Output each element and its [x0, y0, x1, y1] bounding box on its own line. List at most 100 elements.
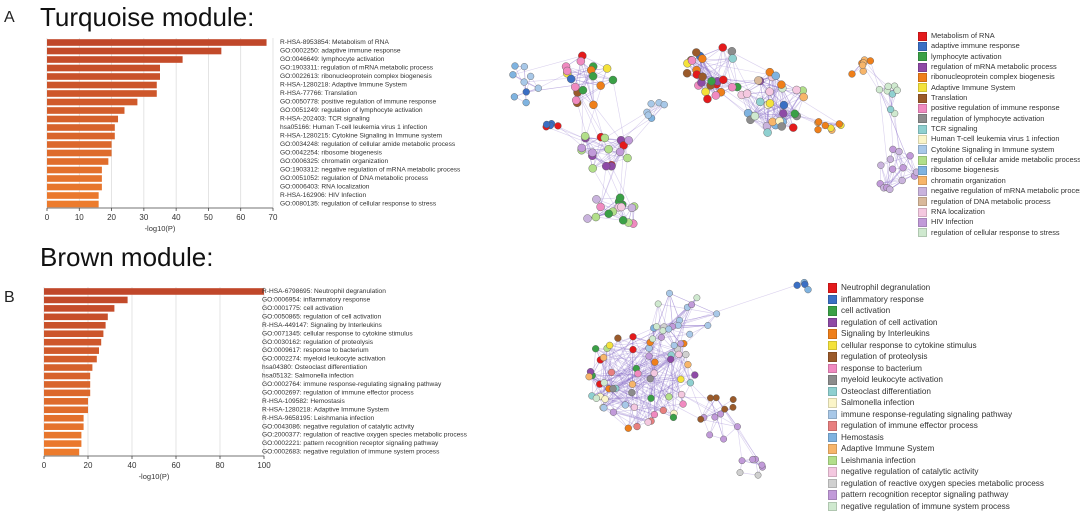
network-node: [791, 110, 799, 118]
legend-swatch: [918, 156, 927, 165]
network-node: [707, 395, 713, 401]
legend-swatch: [918, 187, 927, 196]
network-node: [625, 136, 633, 144]
legend-item: Human T-cell leukemia virus 1 infection: [918, 134, 1080, 144]
legend-label: chromatin organization: [931, 176, 1006, 186]
legend-swatch: [828, 329, 837, 339]
legend-label: ribosome biogenesis: [931, 165, 999, 175]
network-nodes: [683, 44, 741, 103]
legend-swatch: [918, 208, 927, 217]
network-node: [572, 96, 580, 104]
network-node: [751, 112, 759, 120]
network-node: [666, 326, 672, 332]
legend-label: lymphocyte activation: [931, 52, 1002, 62]
legend-label: myeloid leukocyte activation: [841, 374, 943, 386]
network-node: [608, 369, 615, 376]
network-node: [523, 89, 530, 96]
legend-swatch: [828, 433, 837, 443]
network-node: [630, 346, 637, 353]
legend-item: adaptive immune response: [918, 41, 1080, 51]
legend-label: ribonucleoprotein complex biogenesis: [931, 72, 1055, 82]
network-node: [619, 216, 627, 224]
network-node: [605, 210, 613, 218]
network-node: [605, 145, 613, 153]
network-node: [571, 83, 579, 91]
legend-label: Metabolism of RNA: [931, 31, 995, 41]
network-node: [728, 47, 736, 55]
legend-swatch: [828, 467, 837, 477]
legend-label: adaptive immune response: [931, 41, 1020, 51]
network-node: [678, 391, 685, 398]
network-node: [896, 148, 903, 155]
network-node: [593, 395, 600, 402]
network-node: [622, 402, 629, 409]
network-node: [779, 109, 787, 117]
legend-label: cellular response to cytokine stimulus: [841, 340, 977, 352]
legend-swatch: [828, 398, 837, 408]
network-node: [543, 121, 550, 128]
legend-swatch: [828, 295, 837, 305]
network-node: [512, 63, 519, 70]
network-node: [600, 404, 607, 411]
network-node: [660, 407, 667, 414]
network-node: [702, 88, 710, 96]
network-node: [877, 162, 884, 169]
network-node: [584, 215, 592, 223]
legend-swatch: [828, 341, 837, 351]
network-node: [756, 98, 764, 106]
network-node: [708, 77, 716, 85]
legend-swatch: [918, 176, 927, 185]
legend-label: regulation of cell activation: [841, 317, 938, 329]
legend-label: Hemostasis: [841, 432, 884, 444]
legend-label: inflammatory response: [841, 294, 924, 306]
network-node: [717, 411, 723, 417]
network-node: [698, 55, 706, 63]
network-node: [589, 164, 597, 172]
network-node: [647, 375, 654, 382]
network-node: [521, 63, 528, 70]
legend-item: Osteoclast differentiation: [828, 386, 1044, 398]
network-node: [601, 134, 609, 142]
legend-label: RNA localization: [931, 207, 985, 217]
network-node: [772, 72, 780, 80]
network-node: [625, 425, 632, 432]
legend-swatch: [828, 375, 837, 385]
legend-item: Salmonella infection: [828, 397, 1044, 409]
legend-item: ribonucleoprotein complex biogenesis: [918, 72, 1080, 82]
legend-item: regulation of cell activation: [828, 317, 1044, 329]
network-node: [789, 124, 797, 132]
legend-swatch: [918, 197, 927, 206]
network-nodes: [794, 279, 812, 293]
network-node: [648, 395, 655, 402]
network-node: [703, 95, 711, 103]
legend-item: RNA localization: [918, 207, 1080, 217]
legend-item: Adaptive Immune System: [828, 443, 1044, 455]
network-node: [581, 132, 589, 140]
network-node: [600, 354, 607, 361]
legend-label: response to bacterium: [841, 363, 922, 375]
legend-item: cell activation: [828, 305, 1044, 317]
network-node: [766, 99, 774, 107]
network-node: [764, 129, 772, 137]
legend-item: Metabolism of RNA: [918, 31, 1080, 41]
legend-swatch: [828, 283, 837, 293]
network-node: [634, 423, 641, 430]
network-node: [511, 93, 518, 100]
network-node: [653, 323, 659, 329]
legend-label: Adaptive Immune System: [931, 83, 1015, 93]
network-node: [588, 149, 596, 157]
legend-item: Hemostasis: [828, 432, 1044, 444]
legend-item: TCR signaling: [918, 124, 1080, 134]
network-node: [523, 99, 530, 106]
legend-swatch: [918, 63, 927, 72]
network-node: [586, 373, 593, 380]
legend-item: pattern recognition receptor signaling p…: [828, 489, 1044, 501]
network-node: [889, 166, 896, 173]
network-node: [592, 345, 599, 352]
network-node: [730, 396, 736, 402]
network-node: [666, 290, 672, 296]
network-node: [691, 372, 698, 379]
network-node: [794, 282, 801, 289]
network-node: [822, 122, 829, 129]
